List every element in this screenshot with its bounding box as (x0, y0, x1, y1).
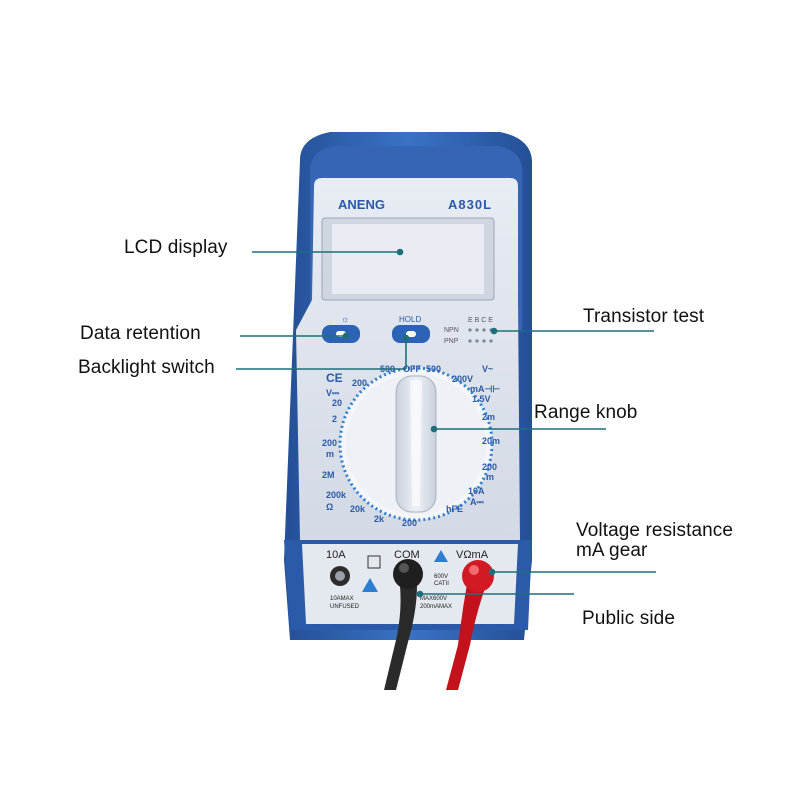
range-knob[interactable] (395, 375, 437, 513)
dial-ma: mA⊣⊢ (470, 384, 500, 394)
dial-200m: 200 (322, 438, 337, 448)
jack-10a[interactable] (330, 566, 350, 586)
brand-logo: ANENG (338, 197, 385, 212)
dial-2: 2 (332, 414, 337, 424)
jack-10a-label: 10A (326, 549, 346, 561)
svg-text:NPN: NPN (444, 327, 459, 334)
svg-text:E B C E: E B C E (468, 317, 493, 324)
dial-m-unit: m (326, 449, 334, 459)
jack-vohm-label: VΩmA (456, 549, 489, 561)
dial-20k: 20k (350, 504, 366, 514)
callout-voltage-resistance-line2: mA gear (576, 540, 648, 561)
dial-vdc: V⎓ (326, 388, 340, 398)
svg-text:200mAMAX: 200mAMAX (420, 604, 452, 610)
callout-lcd-display: LCD display (124, 237, 228, 258)
red-probe (446, 560, 494, 690)
dial-vac: V~ (482, 364, 493, 374)
svg-text:600V: 600V (434, 574, 448, 580)
dial-20m: 20m (482, 436, 500, 446)
svg-text:PNP: PNP (444, 338, 459, 345)
callout-backlight-switch: Backlight switch (78, 357, 215, 378)
svg-text:CATII: CATII (434, 581, 449, 587)
model-label: A830L (448, 197, 492, 212)
dial-a200-m: m (486, 472, 494, 482)
dial-a200: 200 (482, 462, 497, 472)
svg-text:10AMAX: 10AMAX (330, 596, 354, 602)
dial-off-label: OFF (403, 364, 421, 374)
callout-public-side: Public side (582, 608, 675, 629)
dial-20: 20 (332, 398, 342, 408)
callout-voltage-resistance: Voltage resistance mA gear (576, 521, 733, 561)
dial-200k: 200k (326, 490, 347, 500)
dial-500-right: 500 (426, 364, 441, 374)
callout-data-retention: Data retention (80, 323, 201, 344)
dial-2M: 2M (322, 470, 335, 480)
jack-com-label: COM (394, 549, 420, 561)
dial-a-dc: A⎓ (470, 497, 484, 507)
dial-1-5v: 1.5V (472, 394, 491, 404)
callout-range-knob: Range knob (534, 402, 638, 423)
svg-text:MAX600V: MAX600V (420, 596, 447, 602)
ce-mark: CE (326, 371, 343, 385)
hold-button[interactable]: HOLD (392, 315, 430, 343)
warning-icon (362, 550, 448, 592)
black-probe (384, 559, 423, 690)
callout-lines (236, 248, 656, 598)
svg-text:UNFUSED: UNFUSED (330, 604, 360, 610)
dial-10a: 10A (468, 486, 485, 496)
double-insulation-icon (367, 555, 381, 569)
dial-hfe: hFE (446, 504, 463, 514)
svg-text:☼: ☼ (341, 314, 349, 324)
hold-label: HOLD (399, 315, 421, 324)
dial-2m: 2m (482, 412, 495, 422)
dial-200-left: 200 (352, 378, 367, 388)
dial-200-bottom: 200 (402, 518, 417, 528)
dial-200v: 200V (452, 374, 473, 384)
callout-transistor-test: Transistor test (583, 306, 705, 327)
dial-ohm: Ω (326, 502, 333, 512)
callout-voltage-resistance-line1: Voltage resistance (576, 520, 734, 541)
dial-2k: 2k (374, 514, 385, 524)
